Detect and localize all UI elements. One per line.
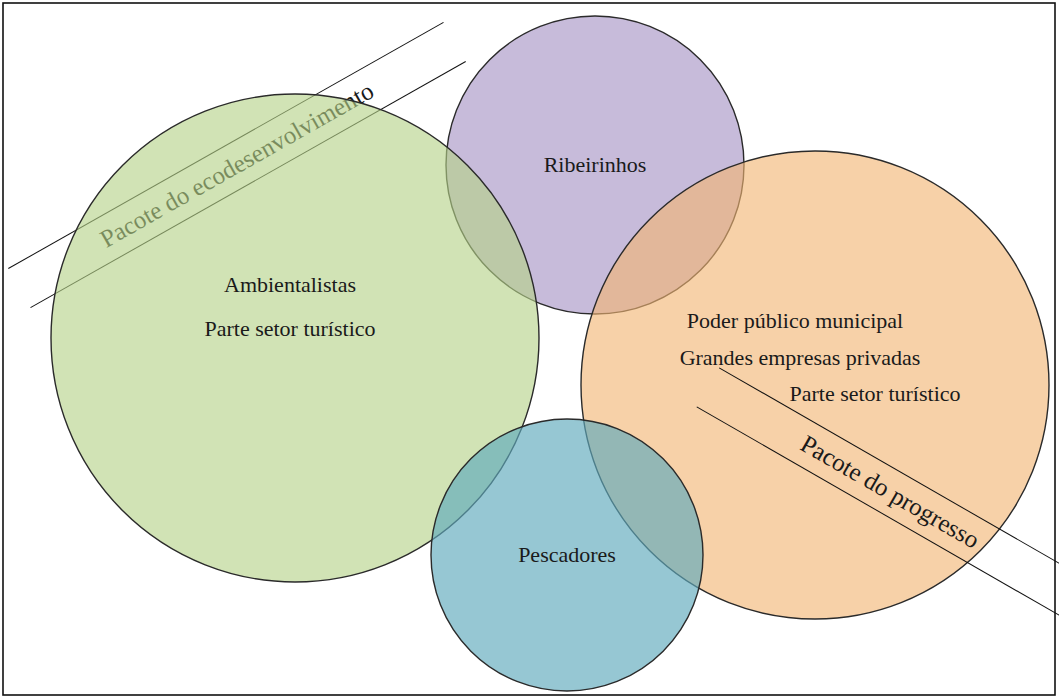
group-circle: Pescadores xyxy=(430,418,704,692)
node-label: Parte setor turístico xyxy=(204,316,375,342)
node-label: Pescadores xyxy=(518,542,616,568)
node-label: Grandes empresas privadas xyxy=(680,345,921,371)
circle-shape xyxy=(431,419,703,691)
node-label: Ribeirinhos xyxy=(544,152,647,178)
node-label: Poder público municipal xyxy=(687,308,903,334)
node-label: Ambientalistas xyxy=(224,272,356,298)
frame-border xyxy=(3,3,1055,695)
node-label: Parte setor turístico xyxy=(789,381,960,407)
